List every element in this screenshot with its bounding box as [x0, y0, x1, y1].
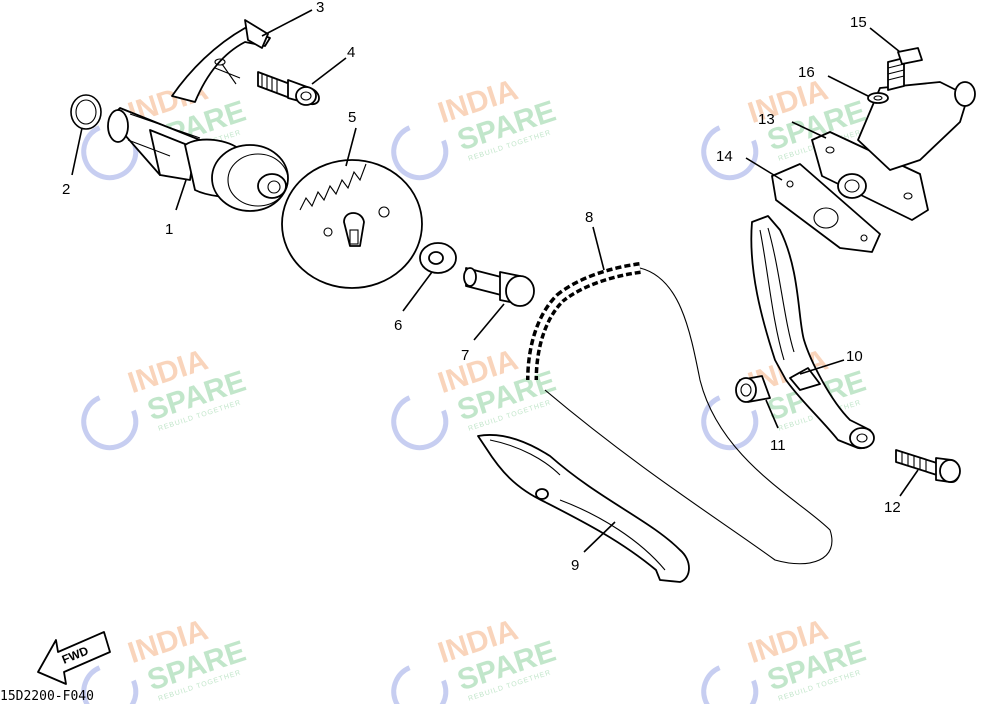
watermark-wrench-icon [701, 123, 759, 181]
callout-13: 13 [758, 111, 775, 128]
bolt-15 [887, 47, 923, 91]
watermark-wrench-icon [391, 123, 449, 181]
washer [419, 242, 457, 274]
callout-16: 16 [798, 64, 815, 81]
leader-lines [71, 9, 919, 553]
callout-9: 9 [571, 557, 579, 574]
cam-sprocket [281, 159, 423, 289]
callout-12: 12 [884, 499, 901, 516]
cam-chain [526, 262, 833, 565]
collar [735, 375, 771, 403]
callout-11: 11 [770, 437, 786, 454]
callout-2: 2 [62, 181, 70, 198]
gasket [771, 163, 881, 253]
callout-3: 3 [316, 0, 324, 16]
callout-14: 14 [716, 148, 733, 165]
bolt-7 [463, 267, 535, 307]
watermark-wrench-icon [81, 663, 139, 704]
callouts: 1 2 3 4 5 6 7 8 9 10 11 12 13 14 15 16 [62, 0, 901, 574]
tensioner-body [811, 81, 976, 221]
diagram-code: 15D2200-F040 [0, 689, 94, 704]
callout-6: 6 [394, 317, 402, 334]
bolt-4 [257, 71, 320, 106]
watermark-wrench-icon [81, 393, 139, 451]
watermark-wrench-icon [701, 663, 759, 704]
camshaft [107, 107, 289, 212]
callout-1: 1 [165, 221, 173, 238]
callout-15: 15 [850, 14, 867, 31]
chain-guide [477, 434, 690, 583]
callout-8: 8 [585, 209, 593, 226]
bolt-12 [895, 449, 961, 483]
callout-4: 4 [347, 44, 355, 61]
callout-10: 10 [846, 348, 863, 365]
tensioner-arm [750, 215, 875, 450]
o-ring [70, 94, 102, 130]
callout-7: 7 [461, 347, 469, 364]
fwd-arrow: FWD [37, 631, 111, 685]
decompressor-lever [171, 19, 271, 103]
callout-5: 5 [348, 109, 356, 126]
watermark-wrench-icon [701, 393, 759, 451]
watermark-wrench-icon [391, 663, 449, 704]
washer-16 [867, 92, 889, 104]
watermark-wrench-icon [391, 393, 449, 451]
